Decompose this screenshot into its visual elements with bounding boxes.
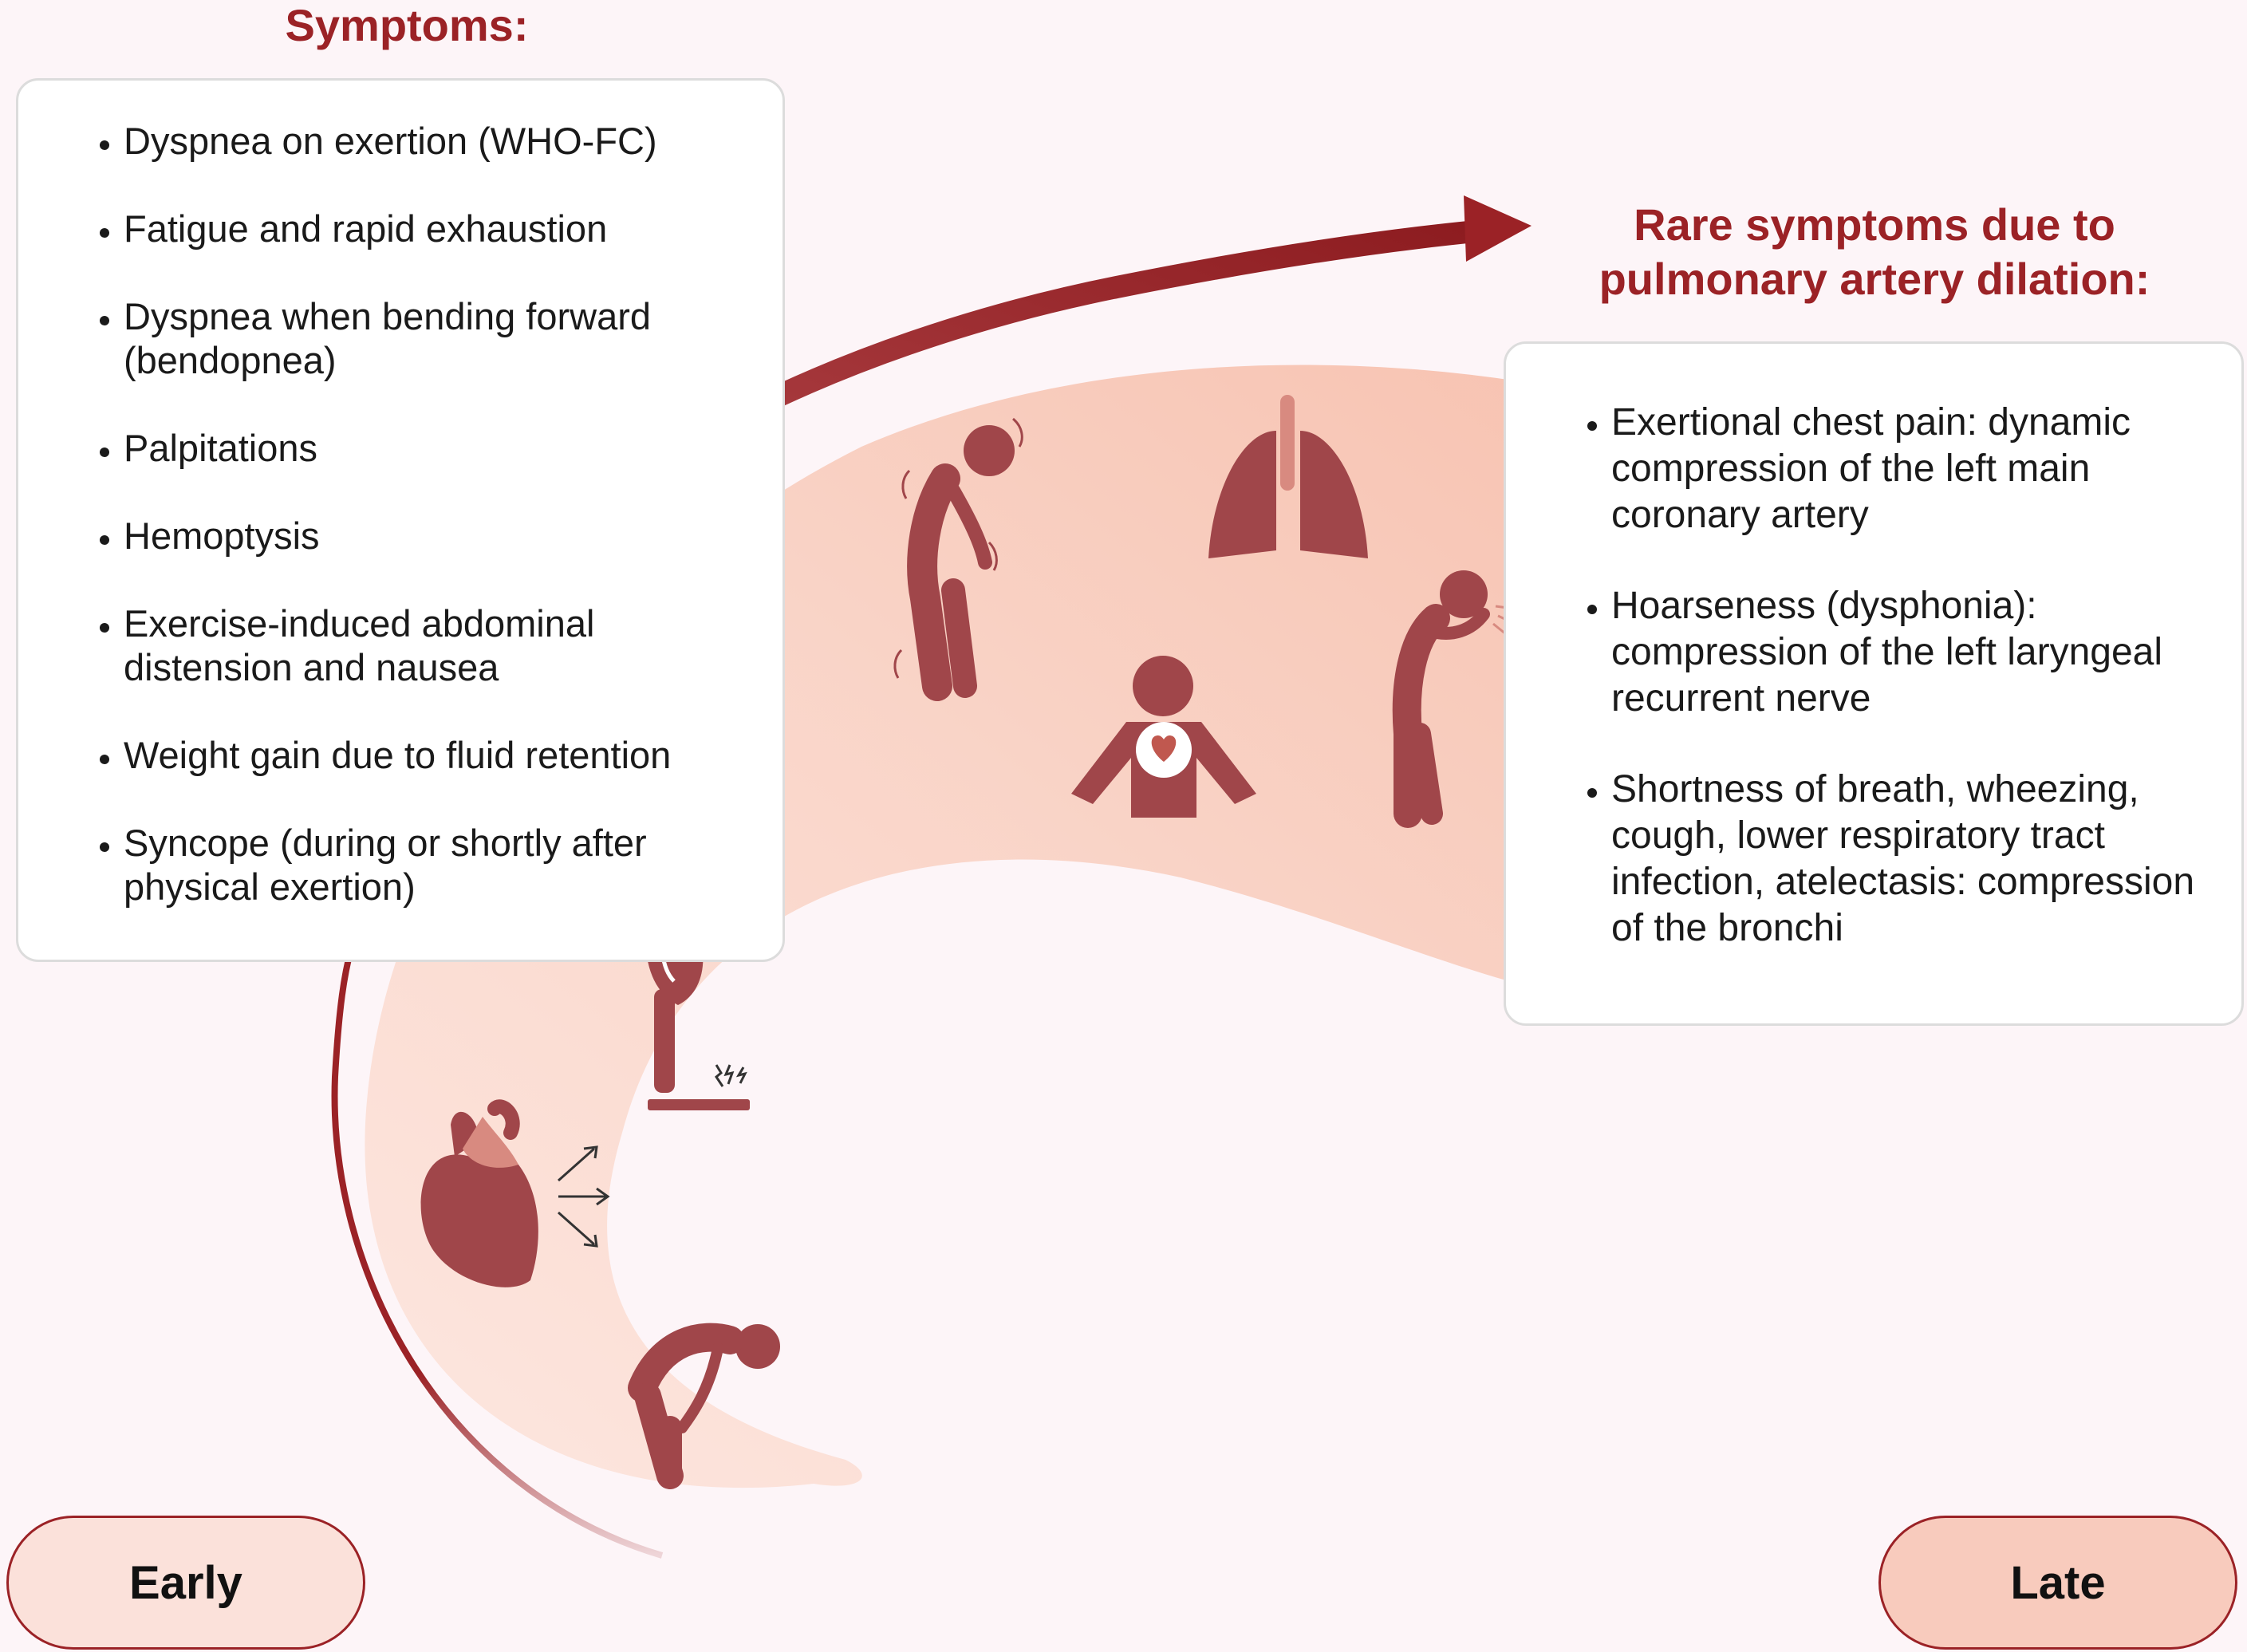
- stage-early-label: Early: [6, 1516, 365, 1650]
- symptoms-box: Dyspnea on exertion (WHO-FC) Fatigue and…: [16, 78, 785, 962]
- enlarged-heart-icon: [420, 1099, 610, 1287]
- rare-symptom-item: Hoarseness (dysphonia): compression of t…: [1611, 583, 2217, 722]
- progression-arrowhead: [1464, 195, 1532, 262]
- rare-symptoms-box: Exertional chest pain: dynamic compressi…: [1504, 341, 2244, 1026]
- rare-symptom-item: Exertional chest pain: dynamic compressi…: [1611, 400, 2217, 538]
- rare-symptoms-list: Exertional chest pain: dynamic compressi…: [1554, 400, 2217, 952]
- tired-person-icon: [893, 417, 1023, 701]
- rare-symptoms-title: Rare symptoms due to pulmonary artery di…: [1599, 199, 2150, 304]
- symptom-item: Weight gain due to fluid retention: [124, 733, 751, 777]
- rare-symptom-item: Shortness of breath, wheezing, cough, lo…: [1611, 767, 2217, 952]
- symptom-item: Syncope (during or shortly after physica…: [124, 821, 751, 909]
- chest-heart-icon: [1071, 656, 1256, 818]
- symptom-item: Fatigue and rapid exhaustion: [124, 207, 751, 250]
- bending-person-icon: [628, 1323, 780, 1489]
- symptom-item: Hemoptysis: [124, 514, 751, 558]
- early-arrow: [331, 948, 664, 1559]
- symptom-item: Exercise-induced abdominal distension an…: [124, 601, 751, 689]
- symptoms-list: Dyspnea on exertion (WHO-FC) Fatigue and…: [66, 119, 751, 909]
- symptom-item: Dyspnea on exertion (WHO-FC): [124, 119, 751, 163]
- symptom-item: Dyspnea when bending forward (bendopnea): [124, 294, 751, 382]
- symptoms-title: Symptoms:: [285, 0, 529, 50]
- stage-late-label: Late: [1878, 1516, 2237, 1650]
- symptom-item: Palpitations: [124, 426, 751, 470]
- lungs-icon: [1208, 395, 1368, 558]
- coughing-person-icon: [1392, 570, 1512, 828]
